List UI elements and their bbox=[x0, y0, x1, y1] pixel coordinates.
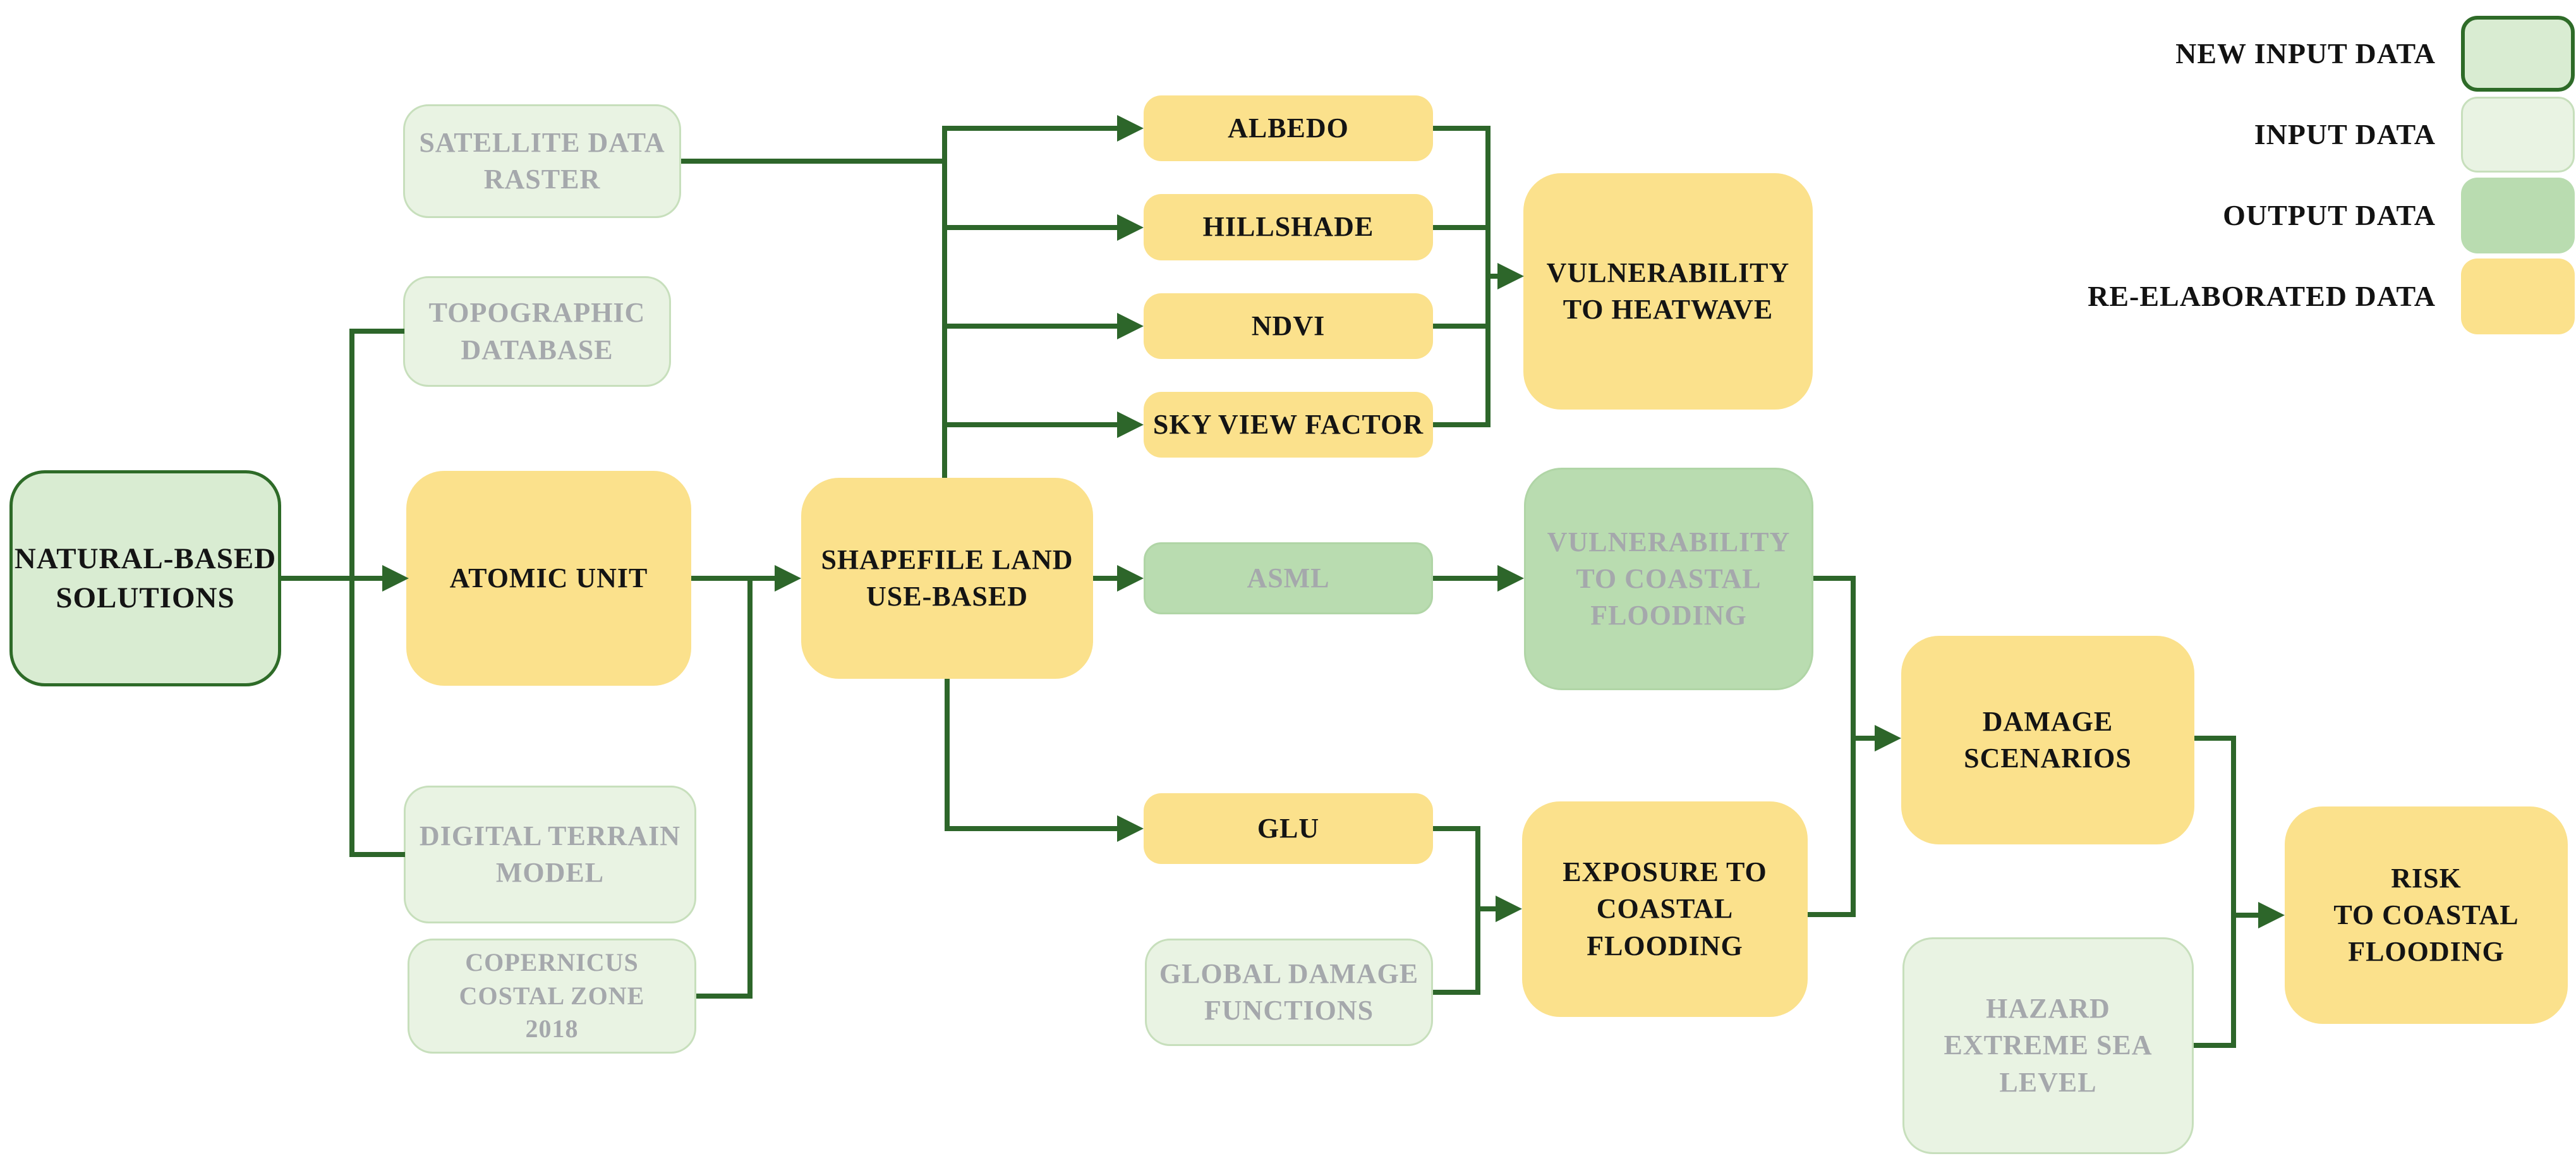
connector-collector-to-vuln-heat bbox=[1485, 274, 1499, 279]
connector-damage-to-junction bbox=[2194, 736, 2236, 741]
node-ndvi-label: NDVI bbox=[1251, 310, 1326, 341]
connector-junction-to-damage bbox=[1851, 736, 1876, 741]
arrowhead-into-vuln-heat-icon bbox=[1497, 263, 1524, 289]
node-albedo-label: ALBEDO bbox=[1228, 112, 1349, 143]
connector-asml-to-vuln-cf bbox=[1433, 576, 1497, 581]
legend-swatch-new-input bbox=[2461, 16, 2575, 92]
connector-satellite-to-trunk bbox=[681, 159, 947, 164]
node-copernicus-costal-zone: COPERNICUS COSTAL ZONE 2018 bbox=[408, 939, 696, 1054]
node-exposure-to-coastal-flooding: EXPOSURE TO COASTAL FLOODING bbox=[1522, 801, 1808, 1017]
connector-hillshade-to-collector bbox=[1433, 225, 1491, 230]
legend-label-input: INPUT DATA bbox=[2254, 118, 2436, 150]
node-glu-label: GLU bbox=[1257, 812, 1320, 844]
connector-shapefile-down bbox=[945, 679, 950, 831]
connector-trunk-to-albedo bbox=[942, 126, 1117, 131]
node-hillshade-label: HILLSHADE bbox=[1202, 211, 1374, 243]
connector-junction-vulncf-exposure bbox=[1851, 576, 1856, 917]
arrowhead-into-risk-icon bbox=[2258, 902, 2285, 928]
node-asml: ASML bbox=[1144, 542, 1433, 614]
connector-shapefile-to-glu bbox=[947, 826, 1118, 831]
connector-topographic-stub bbox=[349, 329, 404, 334]
node-hillshade: HILLSHADE bbox=[1144, 194, 1433, 260]
arrowhead-into-hillshade-icon bbox=[1117, 214, 1144, 241]
connector-vuln-cf-to-junction bbox=[1813, 576, 1856, 581]
arrowhead-into-glu-icon bbox=[1117, 815, 1144, 842]
arrowhead-into-svf-icon bbox=[1117, 411, 1144, 438]
connector-nbs-to-atomic bbox=[281, 576, 382, 581]
node-topographic-database-label: TOPOGRAPHIC DATABASE bbox=[428, 297, 646, 365]
connector-trunk-topo-dtm bbox=[349, 329, 354, 857]
connector-gdf-to-junction bbox=[1433, 990, 1480, 995]
legend-label-new-input: NEW INPUT DATA bbox=[2175, 37, 2436, 70]
connector-ndvi-to-collector bbox=[1433, 324, 1491, 329]
node-global-damage-functions: GLOBAL DAMAGE FUNCTIONS bbox=[1145, 939, 1433, 1046]
arrowhead-into-damage-icon bbox=[1875, 725, 1901, 751]
node-satellite-data-raster: SATELLITE DATA RASTER bbox=[403, 104, 681, 218]
node-sky-view-factor: SKY VIEW FACTOR bbox=[1144, 392, 1433, 458]
node-global-damage-functions-label: GLOBAL DAMAGE FUNCTIONS bbox=[1159, 958, 1419, 1026]
connector-trunk-to-svf bbox=[942, 422, 1117, 427]
connector-dtm-stub bbox=[349, 852, 405, 857]
arrowhead-into-albedo-icon bbox=[1117, 115, 1144, 142]
legend-swatch-input bbox=[2461, 97, 2575, 173]
arrowhead-into-shapefile-icon bbox=[775, 565, 801, 592]
connector-albedo-to-collector bbox=[1433, 126, 1491, 131]
arrowhead-into-asml-icon bbox=[1117, 565, 1144, 592]
connector-junction-to-exposure bbox=[1475, 906, 1497, 911]
connector-copernicus-stub bbox=[696, 994, 753, 999]
arrowhead-into-vuln-cf-icon bbox=[1497, 565, 1524, 592]
node-shapefile-land-use-based: SHAPEFILE LAND USE-BASED bbox=[801, 478, 1093, 679]
legend-label-output: OUTPUT DATA bbox=[2223, 199, 2436, 231]
node-risk-to-coastal-flooding: RISK TO COASTAL FLOODING bbox=[2285, 806, 2568, 1024]
node-damage-scenarios-label: DAMAGE SCENARIOS bbox=[1964, 705, 2132, 774]
node-hazard-extreme-sea-level: HAZARD EXTREME SEA LEVEL bbox=[1902, 937, 2194, 1154]
node-copernicus-costal-zone-label: COPERNICUS COSTAL ZONE 2018 bbox=[459, 947, 645, 1043]
node-digital-terrain-model: DIGITAL TERRAIN MODEL bbox=[404, 786, 696, 923]
connector-trunk-copernicus bbox=[747, 576, 753, 999]
arrowhead-into-exposure-icon bbox=[1496, 896, 1522, 922]
node-shapefile-land-use-based-label: SHAPEFILE LAND USE-BASED bbox=[821, 544, 1073, 612]
node-risk-to-coastal-flooding-label: RISK TO COASTAL FLOODING bbox=[2333, 862, 2519, 968]
node-atomic-unit-label: ATOMIC UNIT bbox=[449, 562, 648, 593]
connector-shapefile-to-asml bbox=[1093, 576, 1118, 581]
node-atomic-unit: ATOMIC UNIT bbox=[406, 471, 691, 686]
node-natural-based-solutions: NATURAL-BASED SOLUTIONS bbox=[9, 470, 281, 686]
node-vulnerability-to-coastal-flooding-label: VULNERABILITY TO COASTAL FLOODING bbox=[1547, 526, 1791, 631]
node-digital-terrain-model-label: DIGITAL TERRAIN MODEL bbox=[419, 820, 681, 888]
node-ndvi: NDVI bbox=[1144, 293, 1433, 359]
arrowhead-into-ndvi-icon bbox=[1117, 313, 1144, 339]
connector-trunk-to-ndvi bbox=[942, 324, 1117, 329]
node-vulnerability-to-coastal-flooding: VULNERABILITY TO COASTAL FLOODING bbox=[1524, 468, 1813, 690]
node-sky-view-factor-label: SKY VIEW FACTOR bbox=[1152, 408, 1424, 440]
node-asml-label: ASML bbox=[1247, 562, 1330, 593]
legend-swatch-re-elaborated bbox=[2461, 259, 2575, 334]
node-hazard-extreme-sea-level-label: HAZARD EXTREME SEA LEVEL bbox=[1944, 993, 2153, 1098]
node-vulnerability-to-heatwave-label: VULNERABILITY TO HEATWAVE bbox=[1546, 257, 1790, 325]
node-satellite-data-raster-label: SATELLITE DATA RASTER bbox=[419, 126, 665, 195]
arrowhead-into-atomic-icon bbox=[382, 565, 409, 592]
connector-exposure-to-junction bbox=[1808, 912, 1856, 917]
connector-glu-to-junction bbox=[1433, 826, 1480, 831]
connector-trunk-satellite bbox=[942, 126, 947, 478]
node-natural-based-solutions-label: NATURAL-BASED SOLUTIONS bbox=[14, 542, 277, 614]
connector-junction-glu-gdf bbox=[1475, 826, 1480, 995]
node-damage-scenarios: DAMAGE SCENARIOS bbox=[1901, 636, 2194, 844]
legend-label-re-elaborated: RE-ELABORATED DATA bbox=[2088, 280, 2436, 312]
connector-junction-damage-hazard bbox=[2231, 736, 2236, 1048]
connector-atomic-to-shapefile bbox=[691, 576, 775, 581]
connector-svf-to-collector bbox=[1433, 422, 1491, 427]
connector-trunk-to-hillshade bbox=[942, 225, 1117, 230]
node-albedo: ALBEDO bbox=[1144, 95, 1433, 161]
node-topographic-database: TOPOGRAPHIC DATABASE bbox=[403, 276, 671, 387]
node-exposure-to-coastal-flooding-label: EXPOSURE TO COASTAL FLOODING bbox=[1563, 856, 1767, 961]
legend-swatch-output bbox=[2461, 178, 2575, 253]
node-glu: GLU bbox=[1144, 793, 1433, 864]
connector-hazard-to-junction bbox=[2194, 1043, 2236, 1048]
connector-collector-heatwave bbox=[1485, 126, 1491, 427]
node-vulnerability-to-heatwave: VULNERABILITY TO HEATWAVE bbox=[1523, 173, 1813, 410]
connector-junction-to-risk bbox=[2231, 913, 2259, 918]
